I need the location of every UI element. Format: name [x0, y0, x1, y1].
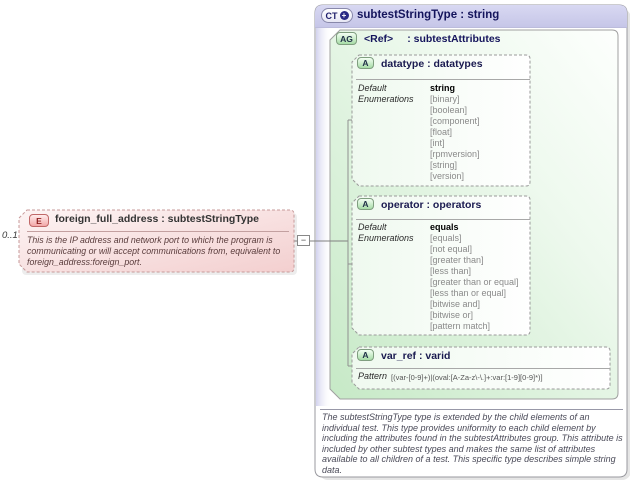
enum-value: [float] [430, 127, 453, 137]
enum-value: [version] [430, 171, 465, 181]
enum-value: [bitwise and] [430, 299, 481, 309]
element-title: foreign_full_address : subtestStringType [55, 213, 260, 225]
enum-value: [int] [430, 138, 445, 148]
pattern-label: Pattern [358, 371, 388, 381]
enum-value: [greater than or equal] [430, 277, 519, 287]
complex-type-badge-label: CT [325, 10, 338, 21]
default-label: Default [358, 83, 387, 93]
enum-value: [less than or equal] [430, 288, 507, 298]
enum-value: [binary] [430, 94, 460, 104]
default-value: string [430, 83, 456, 93]
attribute-group-ref: <Ref> [364, 33, 394, 45]
attribute-badge: A [357, 349, 374, 361]
attribute-operator-facets: Default equals Enumerations [equals] [no… [358, 222, 528, 332]
enumerations-label: Enumerations [358, 233, 414, 243]
collapse-toggle[interactable]: − [297, 235, 310, 246]
attribute-title-operator: operator : operators [381, 199, 482, 211]
enum-value: [component] [430, 116, 480, 126]
pattern-value: [(var-[0-9]+)|(oval:[A-Za-z\-\.]+:var:[1… [391, 373, 543, 382]
enum-value: [greater than] [430, 255, 484, 265]
enum-value: [less than] [430, 266, 472, 276]
enum-value: [bitwise or] [430, 310, 474, 320]
enum-value: [equals] [430, 233, 462, 243]
default-value: equals [430, 222, 459, 232]
enum-value: [pattern match] [430, 321, 491, 331]
element-badge: E [29, 214, 49, 227]
element-outline[interactable] [18, 209, 295, 273]
default-label: Default [358, 222, 387, 232]
attribute-title-varref: var_ref : varid [381, 350, 451, 362]
attribute-group-badge: AG [336, 32, 357, 45]
attribute-title-datatype: datatype : datatypes [381, 58, 483, 70]
element-description: This is the IP address and network port … [27, 235, 281, 267]
attribute-badge: A [357, 57, 374, 69]
enum-value: [not equal] [430, 244, 473, 254]
enumerations-label: Enumerations [358, 94, 414, 104]
element-cardinality: 0..1 [2, 230, 18, 241]
body-tint [316, 28, 332, 406]
attribute-group-name: : subtestAttributes [407, 33, 501, 45]
complex-type-title: subtestStringType : string [357, 9, 500, 21]
complex-type-badge: CT + [321, 8, 353, 23]
enum-value: [boolean] [430, 105, 468, 115]
documentation-text: The subtestStringType type is extended b… [322, 412, 623, 475]
enum-value: [string] [430, 160, 458, 170]
attribute-datatype-facets: Default string Enumerations [binary] [bo… [358, 83, 528, 182]
attribute-badge: A [357, 198, 374, 210]
attribute-varref-facets: Pattern [(var-[0-9]+)|(oval:[A-Za-z\-\.]… [358, 371, 606, 383]
attribute-operator-outline[interactable] [351, 195, 531, 336]
complex-type-header-bar [315, 5, 627, 27]
attribute-datatype-outline[interactable] [351, 54, 531, 187]
expand-icon[interactable]: + [339, 11, 349, 20]
enumeration-list: [equals] [not equal] [greater than] [les… [430, 233, 519, 332]
enum-value: [rpmversion] [430, 149, 480, 159]
enumeration-list: [binary] [boolean] [component] [float] [… [430, 94, 480, 182]
